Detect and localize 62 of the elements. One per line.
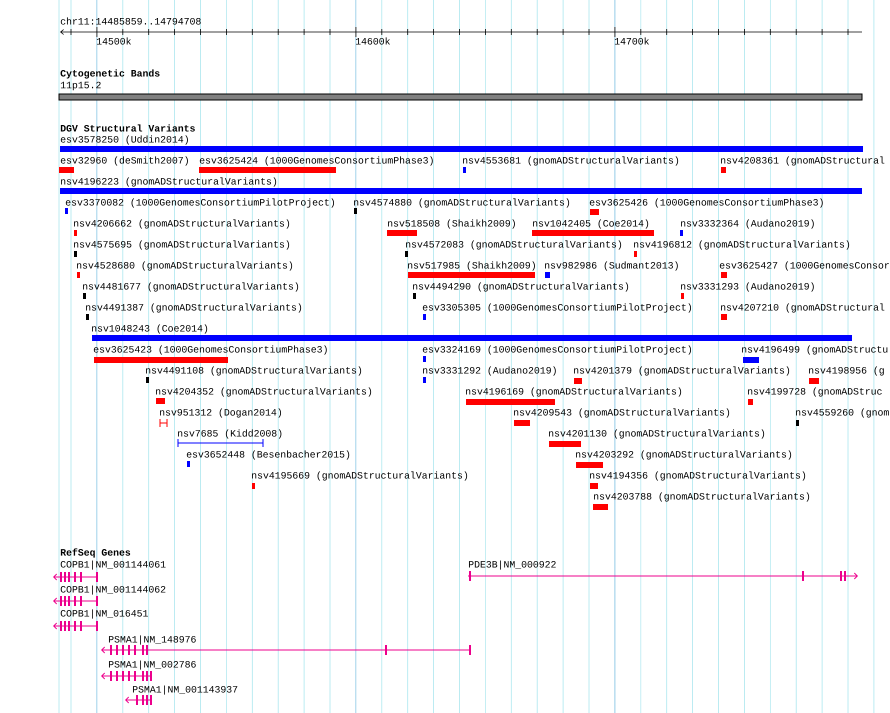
gene-label: COPB1|NM_001144062 [60,585,166,595]
variant-label: nsv517985 (Shaikh2009) [408,261,535,271]
variant-label: nsv4195669 (gnomADStructuralVariants) [252,471,468,481]
variant-label: nsv4572083 (gnomADStructuralVariants) [406,240,622,250]
variant-label: nsv4199728 (gnomADStruc [748,387,882,397]
scale-label: 14700k [614,37,649,45]
variant-label: nsv4206662 (gnomADStructuralVariants) [74,219,290,229]
gene-label: COPB1|NM_001144061 [60,560,166,570]
gene-label: PSMA1|NM_001143937 [132,685,238,695]
variant-label: nsv7685 (Kidd2008) [178,429,282,439]
variant-label: nsv4196812 (gnomADStructuralVariants) [634,240,850,250]
variant-label: nsv4494290 (gnomADStructuralVariants) [413,282,628,292]
gene-label: COPB1|NM_016451 [60,609,148,619]
variant-label: nsv4203292 (gnomADStructuralVariants) [576,450,792,460]
coordinate-label: chr11:14485859..14794708 [60,17,201,25]
variant-label: nsv518508 (Shaikh2009) [388,219,515,229]
variant-label: nsv951312 (Dogan2014) [160,408,282,418]
variant-label: nsv4491387 (gnomADStructuralVariants) [86,303,302,313]
variant-label: nsv3331293 (Audano2019) [681,282,814,292]
variant-label: esv3625424 (1000GenomesConsortiumPhase3) [200,156,433,166]
variant-label: nsv4201130 (gnomADStructuralVariants) [549,429,764,439]
variant-label: esv3578250 (Uddin2014) [60,135,188,145]
track-heading: DGV Structural Variants [60,124,195,132]
variant-label: esv3625423 (1000GenomesConsortiumPhase3) [94,345,327,355]
variant-label: nsv4209543 (gnomADStructuralVariants) [514,408,730,418]
gene-label: PDE3B|NM_000922 [468,560,556,570]
variant-label: nsv4574880 (gnomADStructuralVariants) [354,198,570,208]
variant-label: nsv4196169 (gnomADStructuralVariants) [466,387,682,397]
variant-label: nsv3332364 (Audano2019) [681,219,814,229]
variant-label: esv3324169 (1000GenomesConsortiumPilotProject) [422,345,692,355]
variant-label: esv3305305 (1000GenomesConsortiumPilotProject) [422,303,692,313]
variant-label: esv3652448 (Besenbacher2015) [186,450,350,460]
variant-label: nsv1042405 (Coe2014) [533,219,648,229]
variant-label: nsv4491108 (gnomADStructuralVariants) [146,366,362,376]
variant-label: nsv4196223 (gnomADStructuralVariants) [61,177,276,187]
variant-label: esv3625426 (1000GenomesConsortiumPhase3) [590,198,823,208]
scale-label: 14600k [356,37,390,45]
gene-label: PSMA1|NM_148976 [108,635,196,645]
variant-label: esv3370082 (1000GenomesConsortiumPilotProject) [66,198,334,208]
variant-label: nsv4207210 (gnomADStructural [721,303,884,313]
gene-label: PSMA1|NM_002786 [108,660,196,670]
variant-label: nsv4201379 (gnomADStructuralVariants) [574,366,790,376]
variant-label: nsv4553681 (gnomADStructuralVariants) [463,156,678,166]
variant-label: nsv4528680 (gnomADStructuralVariants) [77,261,292,271]
variant-label: nsv4196499 (gnomADStructu [742,345,888,355]
variant-label: esv32960 (deSmith2007) [60,156,188,166]
variant-label: esv3625427 (1000GenomesConsor [720,261,889,271]
variant-label: nsv4204352 (gnomADStructuralVariants) [156,387,372,397]
track-heading: RefSeq Genes [60,548,130,558]
band-label: 11p15.2 [60,82,101,90]
variant-label: nsv1048243 (Coe2014) [92,324,208,334]
scale-label: 14500k [96,37,131,45]
track-heading: Cytogenetic Bands [60,69,160,79]
variant-label: nsv4481677 (gnomADStructuralVariants) [83,282,298,292]
variant-label: nsv982986 (Sudmant2013) [545,261,678,271]
variant-label: nsv4198956 (g [809,366,884,376]
variant-label: nsv4208361 (gnomADStructural [721,156,884,166]
variant-label: nsv3331292 (Audano2019) [423,366,556,376]
variant-label: nsv4559260 (gnom [796,408,889,418]
variant-label: nsv4575695 (gnomADStructuralVariants) [74,240,290,250]
variant-label: nsv4194356 (gnomADStructuralVariants) [590,471,806,481]
variant-label: nsv4203788 (gnomADStructuralVariants) [594,492,810,502]
